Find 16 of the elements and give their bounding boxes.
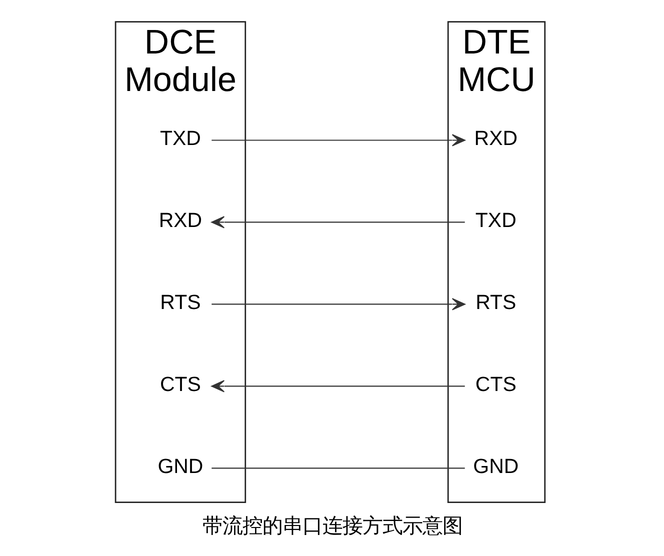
arrow [211,134,465,146]
node-text: RXD [474,127,518,150]
node-text: RXD [158,209,202,232]
arrow [211,298,465,310]
node-text: CTS [159,373,200,396]
node-text: CTS [474,373,516,396]
node-text: GND [157,455,203,478]
node-text: RTS [475,291,516,314]
caption: 带流控的串口连接方式示意图 [202,515,462,538]
node-text: TXD [474,209,516,232]
node-text: TXD [159,127,200,150]
node-text: GND [472,455,518,478]
node-text: RTS [160,291,200,314]
arrow [210,216,464,228]
arrow [210,380,464,392]
connector [211,468,464,469]
